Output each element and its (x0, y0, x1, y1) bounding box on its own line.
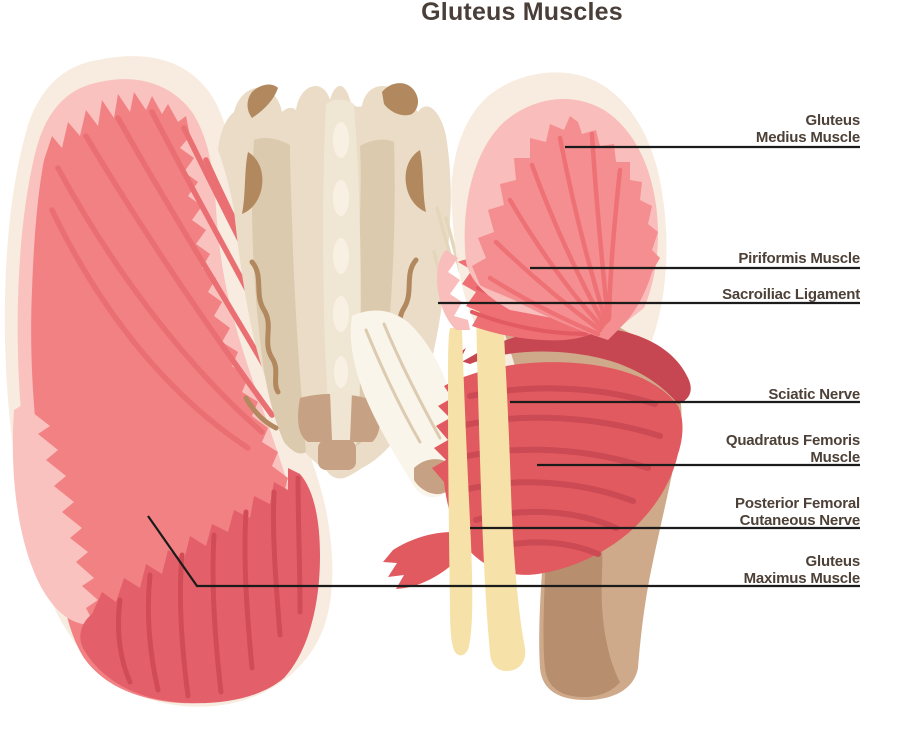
sciatic-nerve-band-thin (448, 328, 473, 656)
sacrum-median-ridge (323, 99, 361, 465)
piriformis-fringe (437, 250, 470, 330)
deep-rotator-crescent (452, 326, 691, 404)
sacrum-brown-accents (242, 83, 426, 214)
label-line: Sacroiliac Ligament (722, 286, 860, 303)
left-light-pink-wedge (12, 404, 99, 625)
label-gluteus-maximus-muscle: Gluteus Maximus Muscle (743, 553, 861, 587)
ischial-tuberosity-bone (318, 440, 356, 470)
gluteus-medius-muscle-shape (472, 116, 660, 340)
label-line: Piriformis Muscle (738, 250, 860, 267)
label-line: Gluteus (805, 112, 861, 129)
sacrum-shade-left (252, 137, 306, 454)
label-line: Medius Muscle (755, 129, 860, 146)
deep-lobe-fibers (116, 475, 303, 699)
leader-line-gluteus-maximus (147, 515, 860, 588)
label-sciatic-nerve: Sciatic Nerve (768, 386, 860, 403)
label-line: Maximus Muscle (743, 570, 861, 587)
label-piriformis-muscle: Piriformis Muscle (738, 250, 860, 267)
label-quadratus-femoris-muscle: Quadratus Femoris Muscle (726, 432, 860, 466)
label-line: Muscle (810, 449, 860, 466)
label-line: Posterior Femoral (735, 495, 860, 512)
coccyx-bone (330, 389, 352, 440)
leader-lines (147, 145, 860, 588)
ligament-lines (364, 322, 442, 444)
label-line: Cutaneous Nerve (739, 512, 861, 529)
quadratus-femoris-tail (383, 532, 455, 589)
page-title: Gluteus Muscles (421, 0, 623, 26)
label-posterior-femoral-cutaneous-nerve: Posterior Femoral Cutaneous Nerve (735, 495, 860, 529)
label-gluteus-medius-muscle: Gluteus Medius Muscle (756, 112, 860, 146)
label-line: Gluteus (805, 553, 861, 570)
label-line: Sciatic Nerve (768, 386, 860, 403)
sciatic-nerve-band-main (476, 296, 526, 671)
label-sacroiliac-ligament: Sacroiliac Ligament (722, 286, 860, 303)
label-line: Quadratus Femoris (725, 432, 860, 449)
